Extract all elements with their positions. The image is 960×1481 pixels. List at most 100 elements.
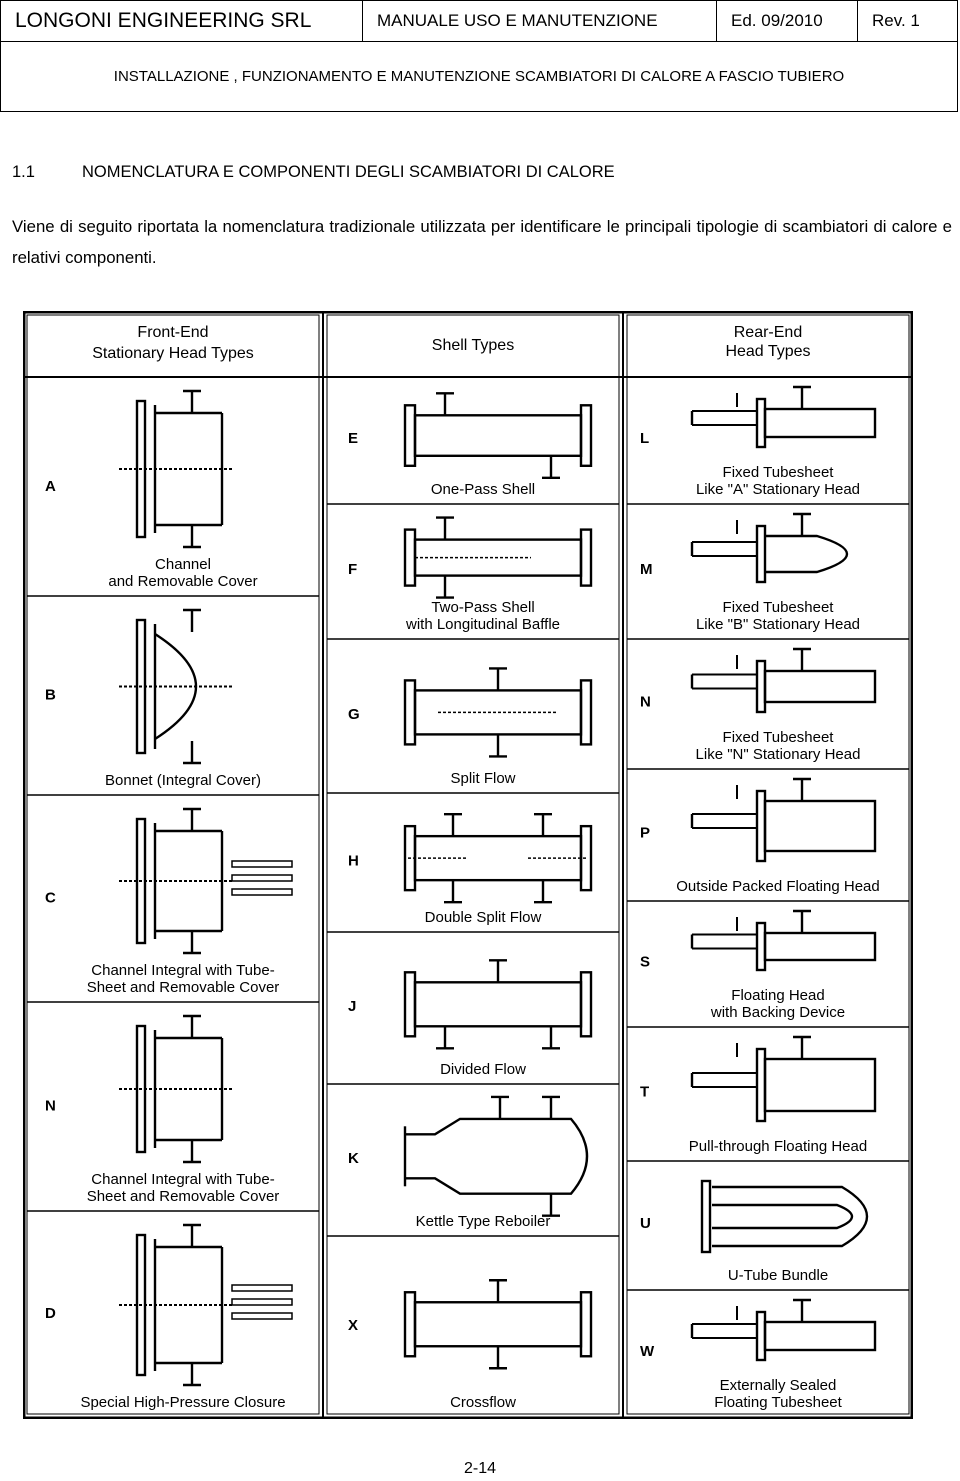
section-number: 1.1 xyxy=(12,163,35,181)
front-type-caption: Channel Integral with Tube- xyxy=(91,1171,274,1188)
rear-type-caption: Fixed Tubesheet xyxy=(723,464,835,481)
intro-paragraph: Viene di seguito riportata la nomenclatu… xyxy=(12,217,952,267)
shell-type-letter: G xyxy=(348,706,360,723)
nozzle xyxy=(183,931,201,955)
revision: Rev. 1 xyxy=(872,11,920,30)
rear-type-letter: W xyxy=(640,1343,655,1360)
rear-type-caption: Floating Tubesheet xyxy=(714,1394,842,1411)
nozzle xyxy=(183,1223,201,1247)
section-title: NOMENCLATURA E COMPONENTI DEGLI SCAMBIAT… xyxy=(82,163,615,181)
rear-type-letter: S xyxy=(640,954,650,971)
nozzle xyxy=(489,734,507,758)
nozzle xyxy=(542,1095,560,1119)
nozzle xyxy=(542,1193,560,1217)
rear-drawing-5 xyxy=(690,1043,877,1123)
nozzle xyxy=(534,812,552,837)
shell-body xyxy=(403,528,593,587)
page-number: 2-14 xyxy=(463,1460,497,1477)
shell-drawing-0 xyxy=(403,404,593,468)
nozzle xyxy=(183,807,201,831)
front-type-caption: Bonnet (Integral Cover) xyxy=(105,772,261,789)
front-type-letter: D xyxy=(45,1305,56,1322)
front-type-caption: Sheet and Removable Cover xyxy=(87,1188,280,1205)
shell-type-caption: with Longitudinal Baffle xyxy=(405,616,560,633)
shell-type-caption: Split Flow xyxy=(450,770,515,787)
shell-body xyxy=(403,404,593,468)
rear-type-caption: Fixed Tubesheet xyxy=(723,599,835,616)
rear-drawing-1 xyxy=(690,520,849,584)
shell-body xyxy=(403,824,593,892)
shell-body xyxy=(403,1117,589,1195)
nozzle xyxy=(542,1026,560,1050)
nozzle xyxy=(436,1026,454,1050)
rear-type-letter: L xyxy=(640,430,649,447)
front-drawing-4 xyxy=(119,1233,293,1377)
shell-type-letter: H xyxy=(348,852,359,869)
nozzle xyxy=(793,909,811,933)
rear-drawing-7 xyxy=(690,1306,877,1362)
nozzle xyxy=(444,812,462,837)
rear-type-caption: Fixed Tubesheet xyxy=(723,729,835,746)
nozzle xyxy=(793,647,811,671)
nozzle xyxy=(489,667,507,691)
front-column-title: Stationary Head Types xyxy=(92,345,254,362)
nozzle xyxy=(183,1363,201,1387)
shell-drawing-1 xyxy=(403,528,593,587)
rear-type-caption: Like "B" Stationary Head xyxy=(696,616,860,633)
shell-type-caption: Divided Flow xyxy=(440,1061,526,1078)
document-header: LONGONI ENGINEERING SRL MANUALE USO E MA… xyxy=(0,0,958,112)
nozzle xyxy=(183,389,201,413)
nozzle xyxy=(793,1298,811,1322)
front-drawing-2 xyxy=(119,817,293,945)
front-type-letter: N xyxy=(45,1098,56,1115)
nozzle xyxy=(436,575,454,599)
nozzle xyxy=(183,608,201,632)
front-type-caption: Sheet and Removable Cover xyxy=(87,979,280,996)
manual-title: MANUALE USO E MANUTENZIONE xyxy=(363,1,717,41)
header-subtitle: INSTALLAZIONE , FUNZIONAMENTO E MANUTENZ… xyxy=(113,67,845,85)
nozzle xyxy=(489,959,507,983)
shell-type-letter: X xyxy=(348,1317,358,1334)
rear-drawing-2 xyxy=(690,655,877,714)
nozzle xyxy=(793,512,811,536)
edition: Ed. 09/2010 xyxy=(717,1,858,41)
front-type-caption: Channel xyxy=(155,556,211,573)
front-drawing-3 xyxy=(119,1024,232,1154)
nozzle xyxy=(489,1279,507,1303)
rear-column-title: Rear-End xyxy=(734,324,802,341)
front-type-letter: B xyxy=(45,686,56,703)
nozzle xyxy=(491,1095,509,1119)
front-type-letter: A xyxy=(45,478,56,495)
shell-type-caption: One-Pass Shell xyxy=(431,481,535,498)
shell-column-title: Shell Types xyxy=(432,337,514,354)
shell-type-letter: K xyxy=(348,1150,359,1167)
company-name: LONGONI ENGINEERING SRL xyxy=(1,1,363,41)
rear-drawing-0 xyxy=(690,393,877,449)
nozzle xyxy=(534,880,552,904)
shell-drawing-5 xyxy=(403,1117,589,1195)
front-column-title: Front-End xyxy=(137,324,208,341)
rear-type-letter: N xyxy=(640,694,651,711)
front-type-caption: and Removable Cover xyxy=(108,573,257,590)
nozzle xyxy=(183,1140,201,1164)
header-top-row: LONGONI ENGINEERING SRL MANUALE USO E MA… xyxy=(1,1,957,42)
rear-type-letter: M xyxy=(640,561,653,578)
nozzle xyxy=(793,385,811,409)
rear-type-caption: with Backing Device xyxy=(710,1004,845,1021)
nozzle xyxy=(183,1014,201,1038)
shell-type-caption: Two-Pass Shell xyxy=(431,599,534,616)
front-drawing-1 xyxy=(119,618,232,755)
section-heading: 1.1 NOMENCLATURA E COMPONENTI DEGLI SCAMB… xyxy=(12,163,615,182)
front-drawing-0 xyxy=(119,399,232,539)
rear-type-caption: Floating Head xyxy=(731,987,824,1004)
rear-type-letter: P xyxy=(640,825,650,842)
rear-type-caption: Like "N" Stationary Head xyxy=(696,746,861,763)
rear-type-caption: Pull-through Floating Head xyxy=(689,1138,867,1155)
rear-type-caption: Externally Sealed xyxy=(720,1377,837,1394)
nozzle xyxy=(489,1346,507,1370)
rear-type-letter: T xyxy=(640,1084,649,1101)
rear-column-title: Head Types xyxy=(725,343,810,360)
shell-drawing-3 xyxy=(403,824,593,892)
nozzle xyxy=(183,741,201,765)
